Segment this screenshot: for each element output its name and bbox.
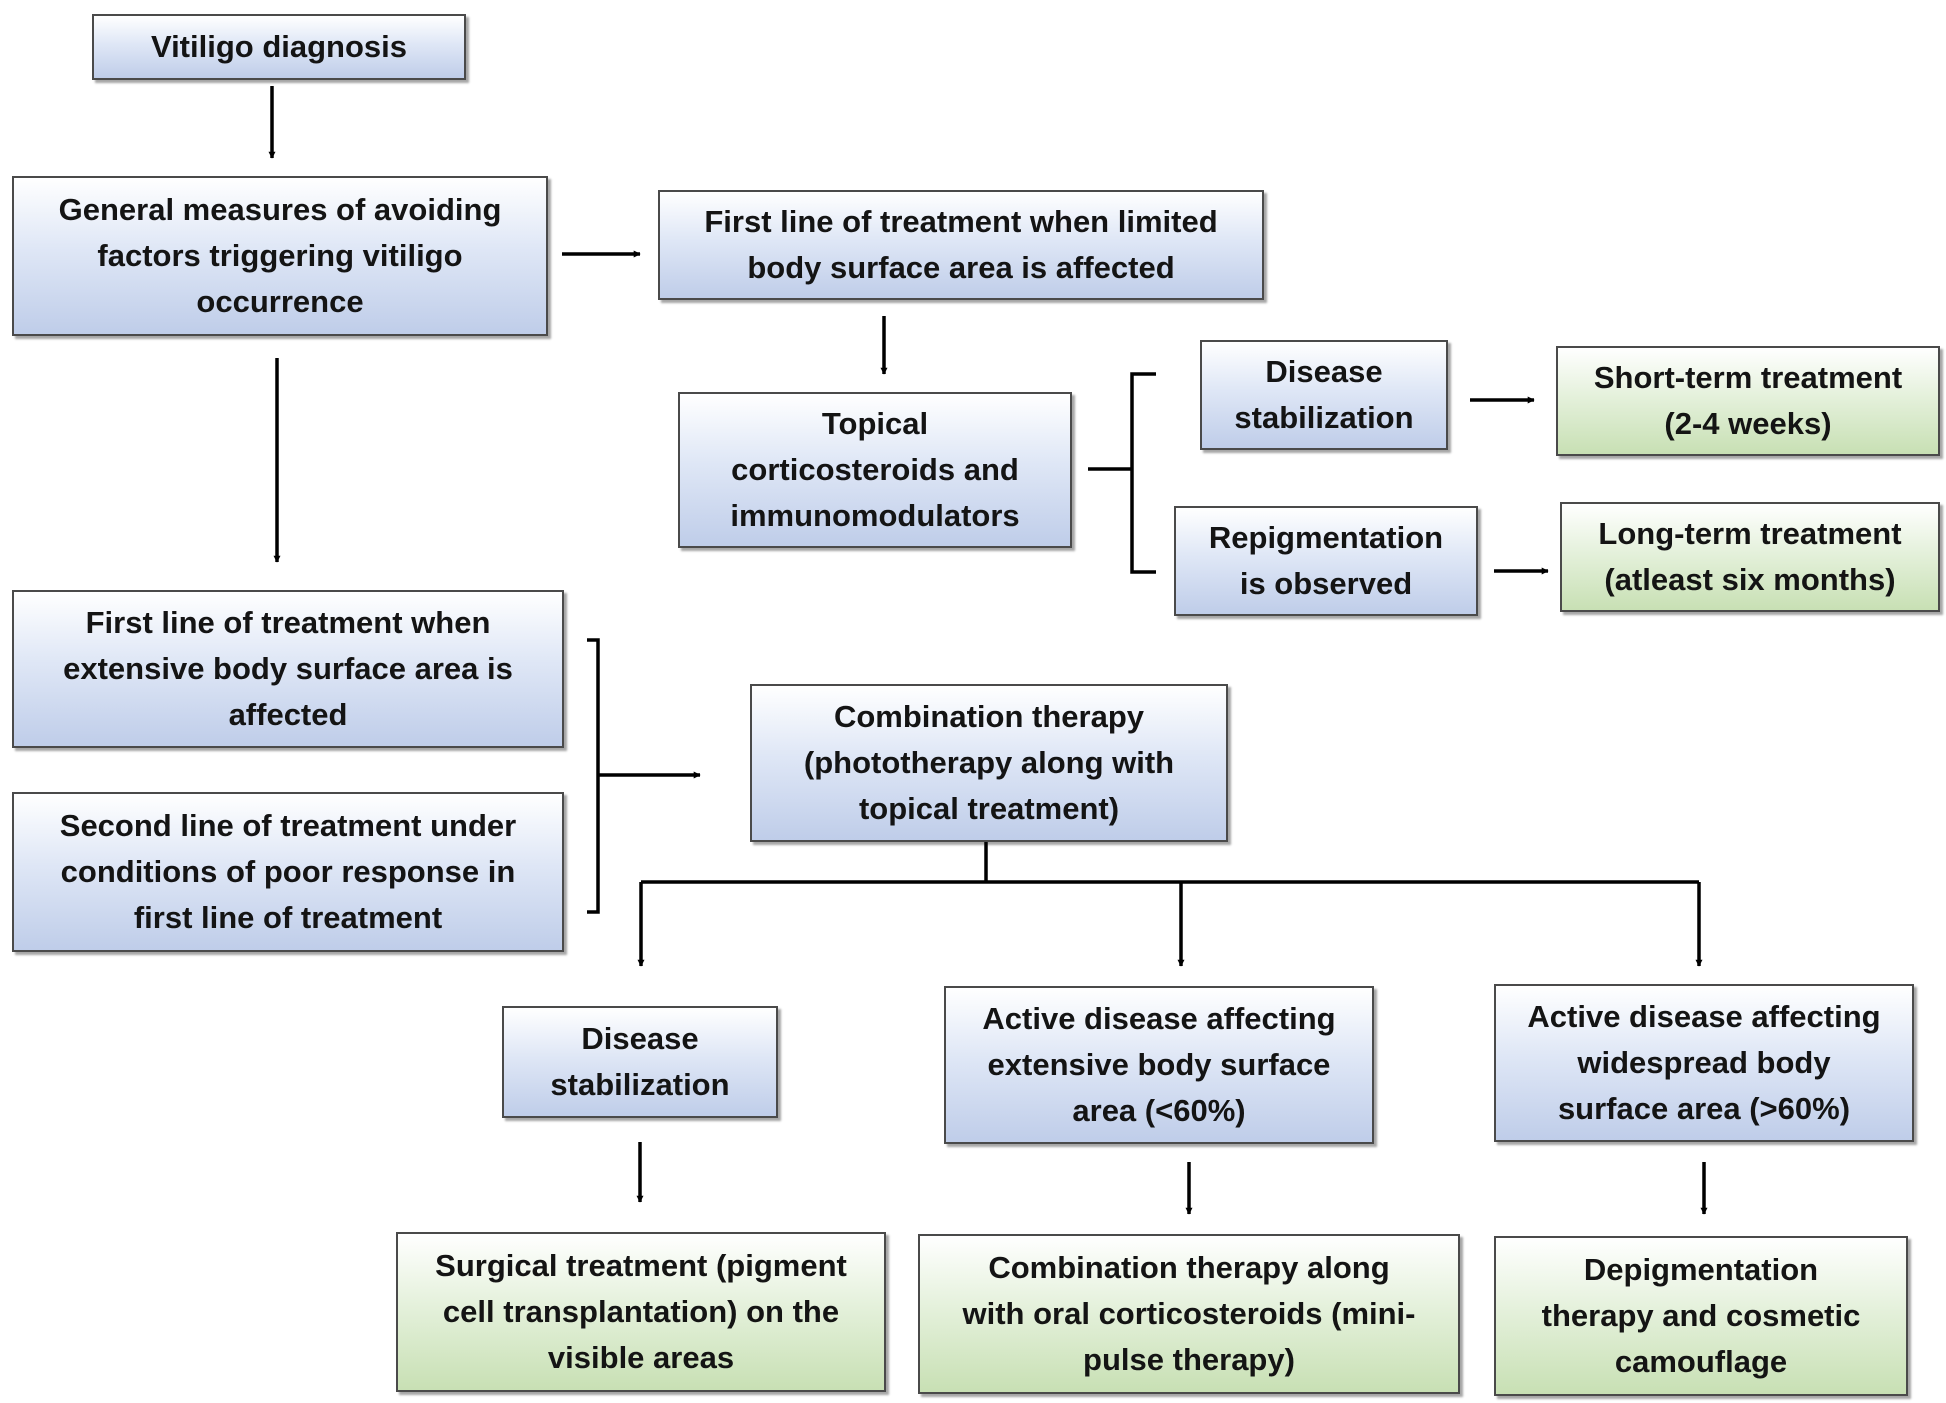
long-term-treatment-box: Long-term treatment (atleast six months) — [1560, 502, 1940, 612]
short-term-treatment-box: Short-term treatment (2-4 weeks) — [1556, 346, 1940, 456]
active-disease-extensive-box: Active disease affecting extensive body … — [944, 986, 1374, 1144]
second-line-treatment-box: Second line of treatment under condition… — [12, 792, 564, 952]
treatment-lines-bracket — [587, 638, 600, 914]
active-disease-widespread-box: Active disease affecting widespread body… — [1494, 984, 1914, 1142]
disease-stabilization-bottom-label: Disease stabilization — [550, 1021, 730, 1102]
first-line-extensive-label: First line of treatment when extensive b… — [63, 605, 513, 732]
short-term-treatment-label: Short-term treatment (2-4 weeks) — [1593, 360, 1903, 441]
topical-treatment-box: Topical corticosteroids and immunomodula… — [678, 392, 1072, 548]
repigmentation-box: Repigmentation is observed — [1174, 506, 1478, 616]
second-line-treatment-label: Second line of treatment under condition… — [59, 808, 517, 935]
general-measures-box: General measures of avoiding factors tri… — [12, 176, 548, 336]
combination-oral-box: Combination therapy along with oral cort… — [918, 1234, 1460, 1394]
combination-therapy-label: Combination therapy (phototherapy along … — [803, 699, 1175, 826]
vitiligo-diagnosis-label: Vitiligo diagnosis — [150, 29, 408, 64]
topical-treatment-label: Topical corticosteroids and immunomodula… — [730, 406, 1020, 533]
vitiligo-diagnosis-box: Vitiligo diagnosis — [92, 14, 466, 80]
depigmentation-therapy-label: Depigmentation therapy and cosmetic camo… — [1541, 1252, 1861, 1379]
disease-stabilization-top-label: Disease stabilization — [1234, 354, 1414, 435]
active-disease-widespread-label: Active disease affecting widespread body… — [1527, 999, 1881, 1126]
surgical-treatment-label: Surgical treatment (pigment cell transpl… — [435, 1248, 847, 1375]
long-term-treatment-label: Long-term treatment (atleast six months) — [1598, 516, 1902, 597]
active-disease-extensive-label: Active disease affecting extensive body … — [982, 1001, 1336, 1128]
first-line-limited-box: First line of treatment when limited bod… — [658, 190, 1264, 300]
general-measures-label: General measures of avoiding factors tri… — [58, 192, 502, 319]
first-line-limited-label: First line of treatment when limited bod… — [704, 204, 1218, 285]
depigmentation-therapy-box: Depigmentation therapy and cosmetic camo… — [1494, 1236, 1908, 1396]
disease-stabilization-bottom-box: Disease stabilization — [502, 1006, 778, 1118]
repigmentation-label: Repigmentation is observed — [1208, 520, 1444, 601]
surgical-treatment-box: Surgical treatment (pigment cell transpl… — [396, 1232, 886, 1392]
combination-therapy-box: Combination therapy (phototherapy along … — [750, 684, 1228, 842]
first-line-extensive-box: First line of treatment when extensive b… — [12, 590, 564, 748]
disease-stabilization-top-box: Disease stabilization — [1200, 340, 1448, 450]
combination-oral-label: Combination therapy along with oral cort… — [962, 1250, 1416, 1377]
topical-bracket — [1130, 372, 1156, 574]
